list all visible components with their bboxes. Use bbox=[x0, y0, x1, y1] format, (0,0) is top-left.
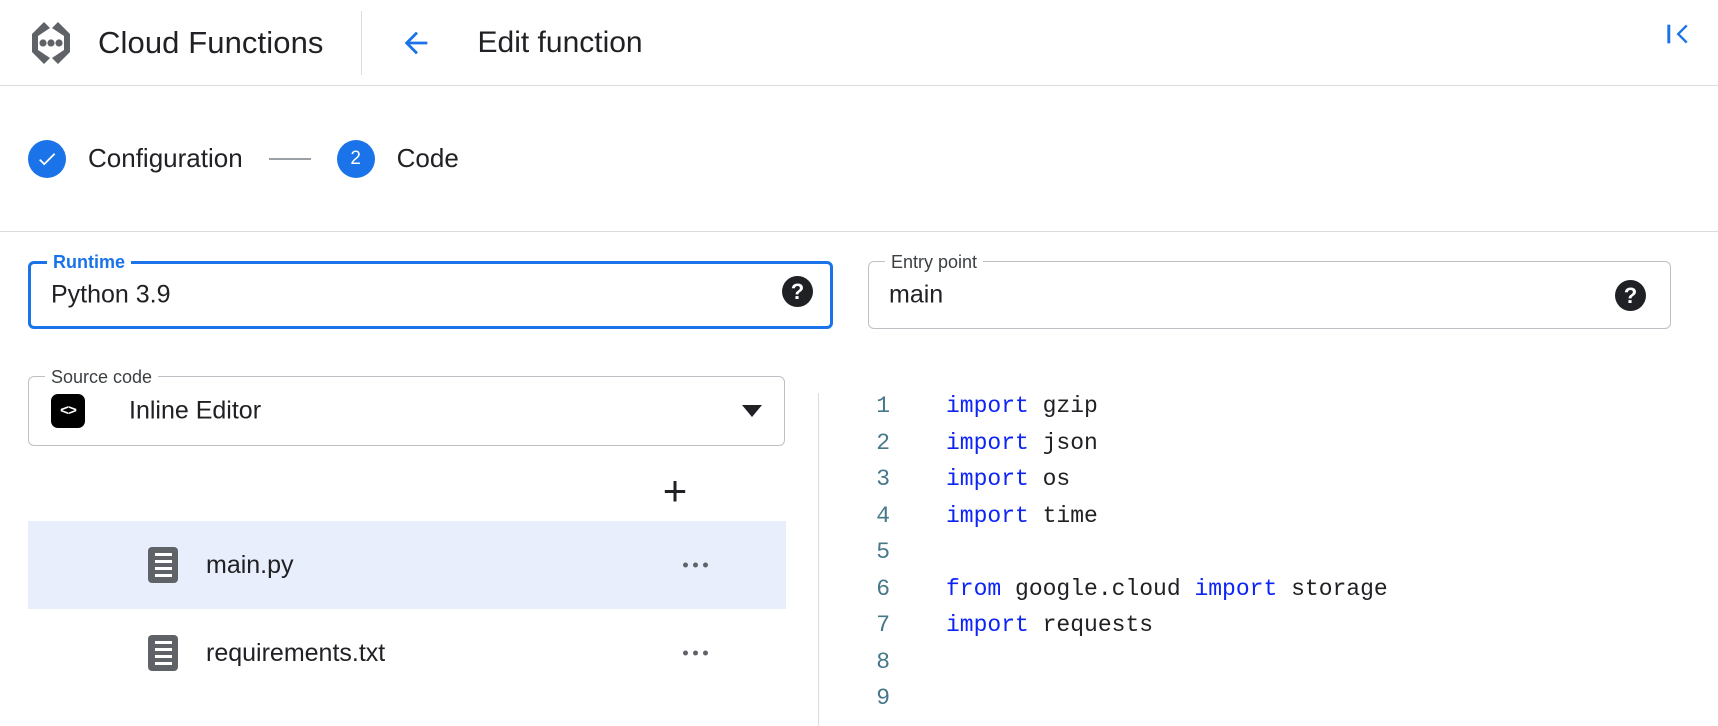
file-name: main.py bbox=[206, 550, 294, 579]
code-keyword: import bbox=[946, 393, 1029, 419]
code-identifier: requests bbox=[1028, 612, 1154, 638]
file-icon bbox=[148, 547, 178, 583]
inline-code-editor[interactable]: 1 import gzip 2 import json 3 import os 4 impor… bbox=[850, 388, 1710, 717]
code-keyword: from bbox=[946, 575, 1002, 602]
code-text[interactable]: from google.cloud import storage bbox=[946, 571, 1388, 608]
source-code-select[interactable]: Source code <> Inline Editor bbox=[28, 366, 785, 446]
code-identifier: gzip bbox=[1028, 393, 1098, 419]
code-identifier: storage bbox=[1277, 575, 1388, 602]
entry-point-label: Entry point bbox=[885, 251, 984, 273]
add-file-button[interactable]: + bbox=[662, 467, 688, 514]
page-title: Edit function bbox=[477, 25, 643, 59]
runtime-select[interactable]: Runtime Python 3.9 bbox=[28, 251, 833, 329]
code-line: 6 from google.cloud import storage bbox=[850, 571, 1710, 608]
code-line: 4 import time bbox=[850, 498, 1710, 535]
code-keyword: import bbox=[946, 429, 1029, 456]
file-list-item-requirements-txt[interactable]: requirements.txt bbox=[28, 609, 786, 697]
step-code-marker: 2 bbox=[336, 139, 375, 178]
step-code-label: Code bbox=[396, 143, 459, 173]
line-number: 1 bbox=[876, 393, 890, 419]
line-number: 3 bbox=[876, 466, 890, 492]
line-number: 6 bbox=[876, 575, 890, 602]
code-line: 8 bbox=[850, 644, 1710, 681]
code-text[interactable]: import requests bbox=[946, 607, 1153, 644]
entry-point-field[interactable]: Entry point main ? bbox=[868, 251, 1671, 329]
line-number: 7 bbox=[876, 612, 890, 638]
file-overflow-menu-icon[interactable] bbox=[675, 555, 716, 576]
wizard-stepper: Configuration 2 Code bbox=[0, 86, 1718, 232]
arrow-left-icon[interactable] bbox=[396, 23, 436, 63]
code-line: 7 import requests bbox=[850, 607, 1710, 644]
code-keyword: import bbox=[1194, 575, 1278, 602]
code-line: 9 bbox=[850, 680, 1710, 717]
code-line: 1 import gzip bbox=[850, 388, 1710, 425]
cloud-functions-icon bbox=[24, 16, 78, 70]
collapse-panel-icon[interactable] bbox=[1658, 14, 1698, 54]
code-identifier: google.cloud bbox=[1001, 575, 1195, 602]
file-list: main.py requirements.txt bbox=[28, 521, 786, 697]
runtime-label: Runtime bbox=[47, 251, 131, 273]
file-name: requirements.txt bbox=[206, 638, 386, 667]
code-text[interactable]: import json bbox=[946, 425, 1098, 462]
code-brackets-icon: <> bbox=[51, 394, 85, 428]
line-number: 4 bbox=[876, 502, 890, 529]
code-keyword: import bbox=[946, 612, 1029, 638]
code-text[interactable]: import os bbox=[946, 461, 1070, 498]
step-configuration[interactable]: Configuration bbox=[28, 139, 243, 178]
file-icon bbox=[148, 635, 178, 671]
step-code[interactable]: 2 Code bbox=[336, 139, 459, 178]
code-step-body: Runtime Python 3.9 ? Entry point main ? … bbox=[0, 233, 1718, 726]
entry-point-input[interactable]: main bbox=[889, 280, 944, 309]
runtime-help-icon[interactable]: ? bbox=[782, 276, 813, 307]
code-line: 2 import json bbox=[850, 425, 1710, 462]
app-header: Cloud Functions Edit function bbox=[0, 0, 1718, 86]
code-line: 5 bbox=[850, 534, 1710, 571]
entry-point-help-icon[interactable]: ? bbox=[1615, 280, 1646, 311]
step-configuration-label: Configuration bbox=[88, 143, 243, 173]
code-text[interactable]: import time bbox=[946, 498, 1098, 535]
code-line: 3 import os bbox=[850, 461, 1710, 498]
code-keyword: import bbox=[946, 466, 1029, 492]
panel-divider bbox=[818, 393, 819, 726]
file-list-item-main-py[interactable]: main.py bbox=[28, 521, 786, 609]
product-title: Cloud Functions bbox=[98, 24, 324, 60]
line-number: 5 bbox=[876, 539, 890, 565]
source-code-label: Source code bbox=[45, 366, 159, 388]
code-keyword: import bbox=[946, 502, 1029, 529]
runtime-value: Python 3.9 bbox=[51, 280, 171, 309]
line-number: 9 bbox=[876, 685, 890, 711]
code-text[interactable]: import gzip bbox=[946, 388, 1098, 425]
code-identifier: os bbox=[1028, 466, 1071, 492]
step-configuration-marker bbox=[28, 139, 66, 178]
code-identifier: json bbox=[1028, 429, 1098, 456]
file-overflow-menu-icon[interactable] bbox=[675, 643, 716, 664]
add-file-row: + bbox=[28, 461, 785, 523]
source-code-value: Inline Editor bbox=[129, 396, 262, 425]
line-number: 2 bbox=[876, 429, 890, 456]
header-divider bbox=[360, 10, 362, 75]
chevron-down-icon[interactable] bbox=[742, 405, 762, 417]
line-number: 8 bbox=[876, 648, 890, 675]
step-connector bbox=[268, 157, 311, 160]
code-identifier: time bbox=[1028, 502, 1098, 529]
